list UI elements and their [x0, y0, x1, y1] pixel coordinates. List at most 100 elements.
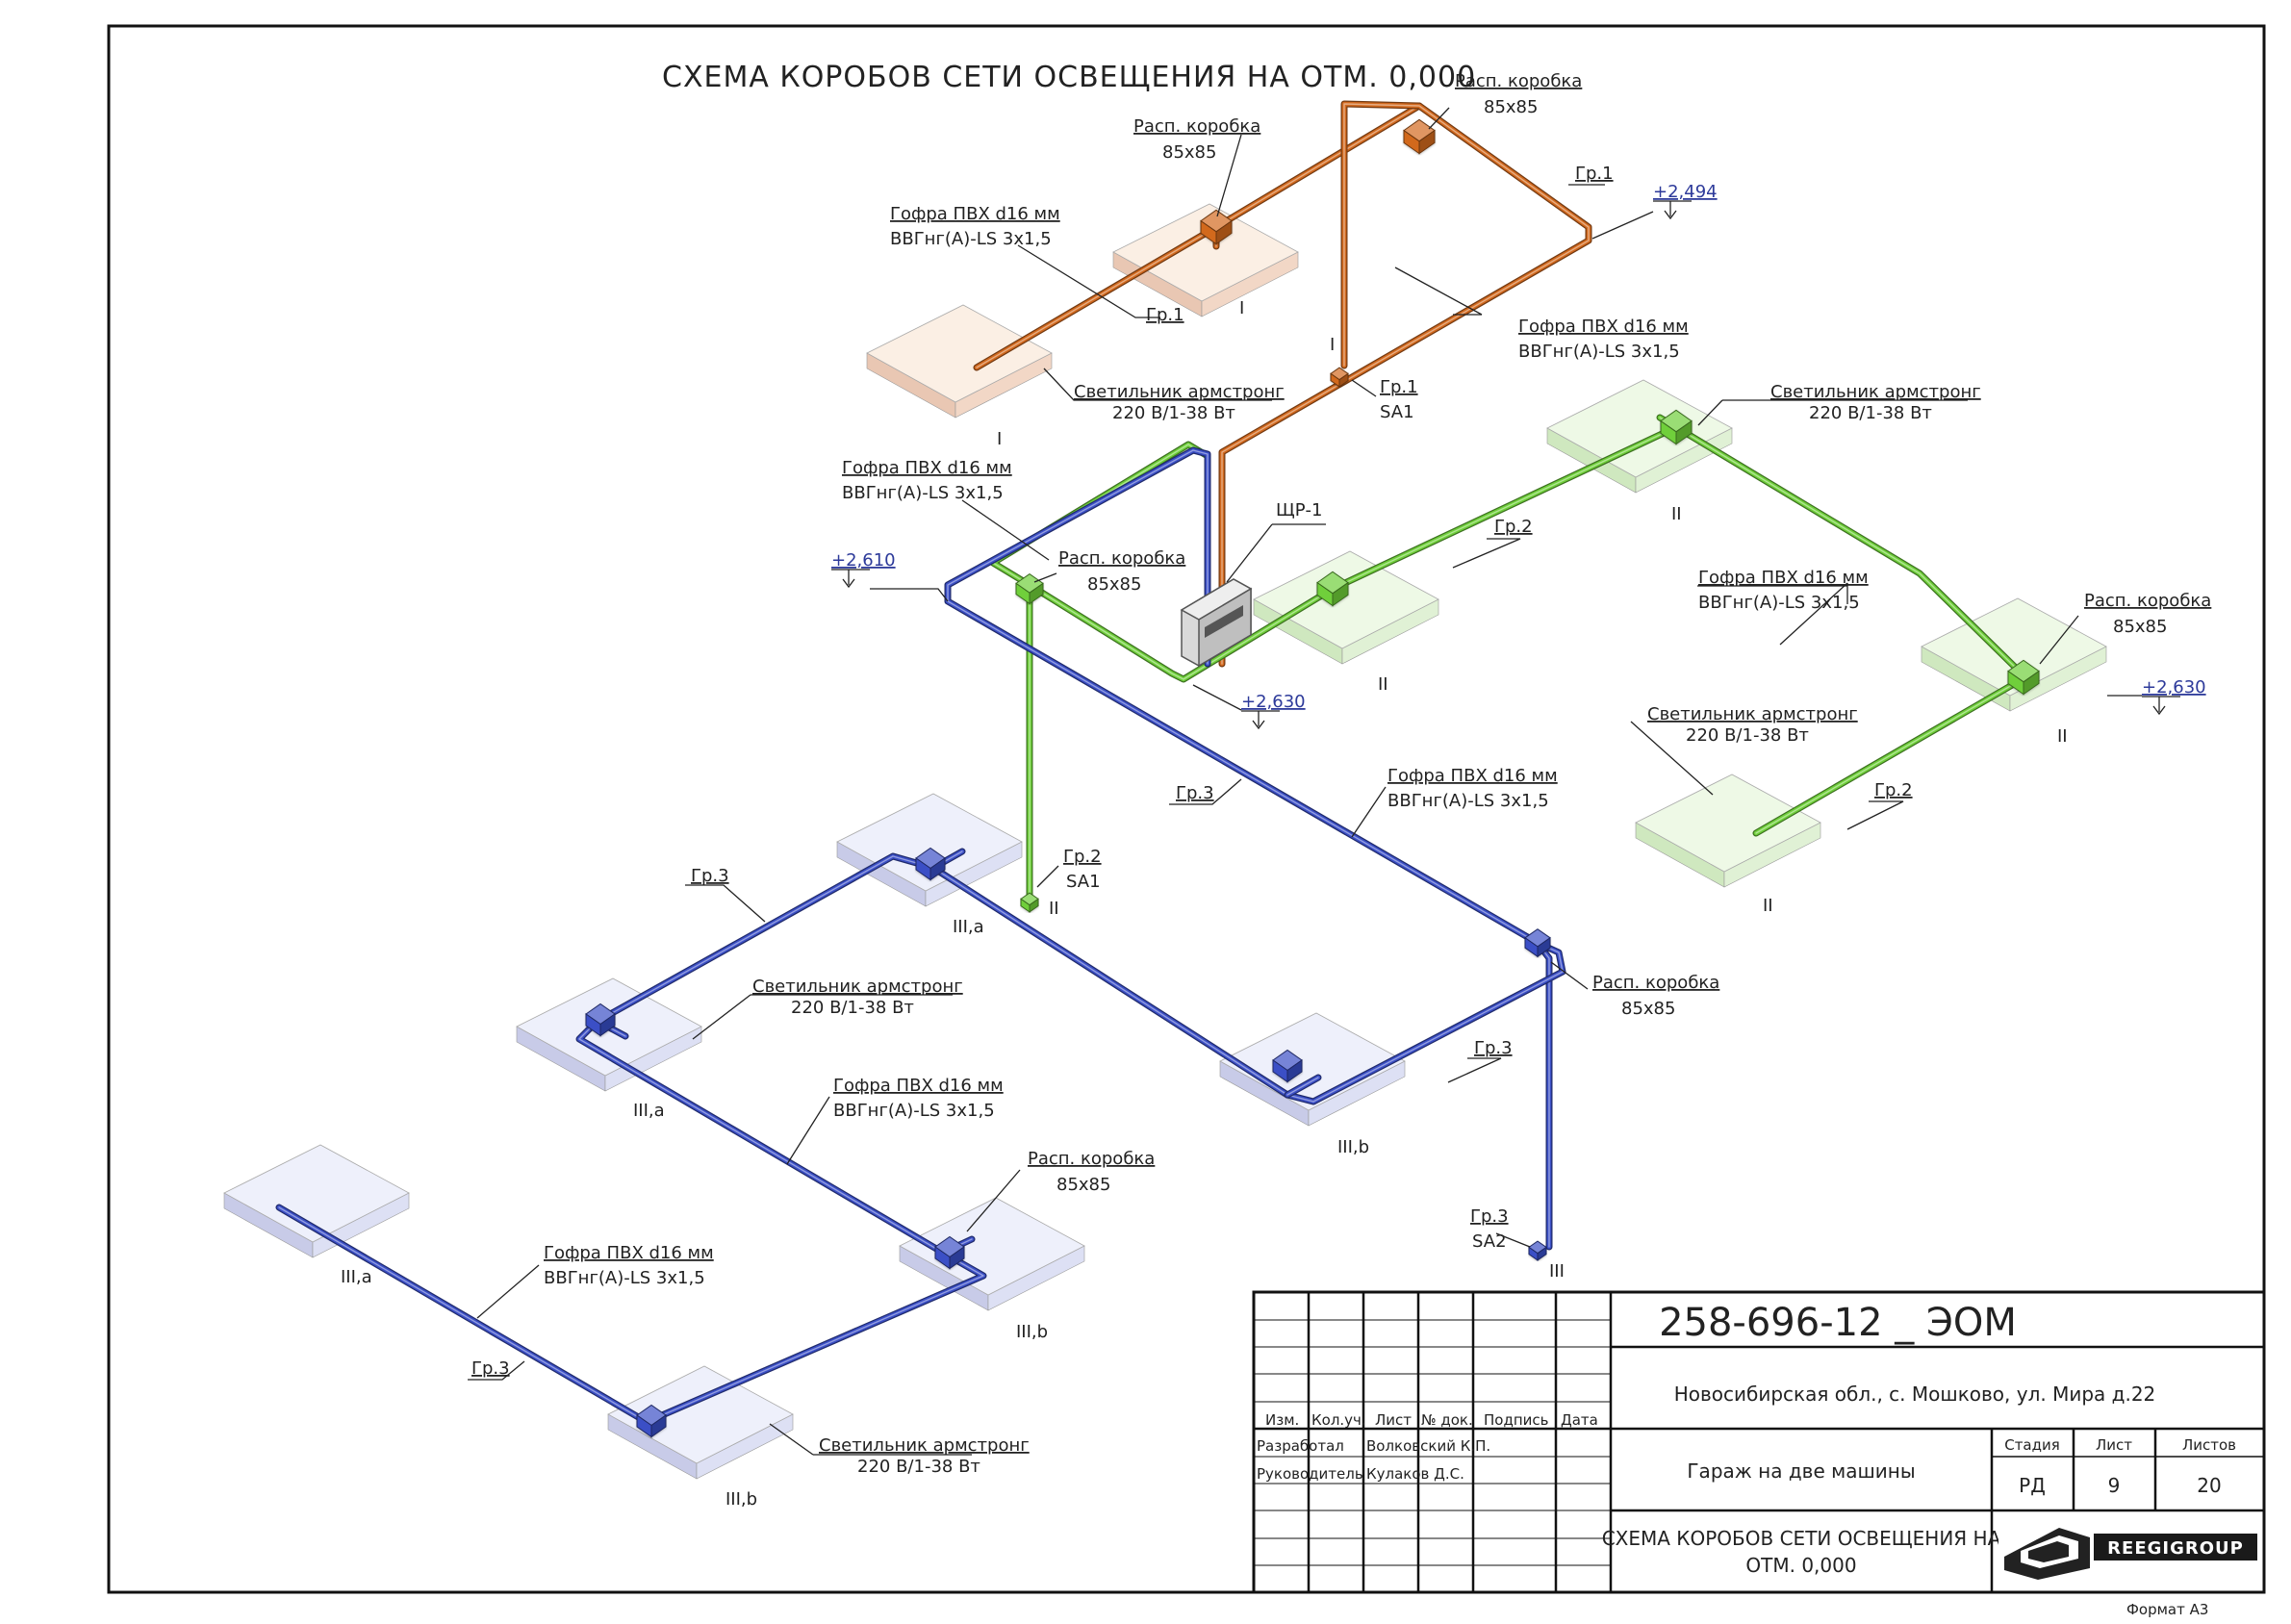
junction-box-label: Расп. коробка: [1028, 1149, 1155, 1169]
company-name: REEGIGROUP: [2107, 1538, 2244, 1559]
conduit-label: Гофра ПВХ d16 мм: [842, 458, 1012, 478]
luminaire-panel: [516, 977, 702, 1092]
col-header-data: Дата: [1561, 1411, 1598, 1429]
junction-box-g3: [1528, 1240, 1547, 1261]
luminaire-panel: [866, 304, 1053, 419]
switch-group-label: Гр.3: [1470, 1206, 1509, 1227]
junction-box-label: Расп. коробка: [1592, 973, 1719, 993]
junction-box-g2: [1015, 572, 1044, 605]
object-name: Гараж на две машины: [1687, 1459, 1915, 1483]
group-label-g2: Гр.2: [1494, 517, 1533, 537]
junction-box-g3: [1272, 1049, 1303, 1083]
luminaire-spec: 220 В/1-38 Вт: [857, 1457, 980, 1477]
cable-label: ВВГнг(А)-LS 3x1,5: [890, 229, 1052, 249]
junction-box-g2: [1316, 571, 1349, 607]
zone-mark: III,a: [341, 1267, 372, 1287]
junction-box-g1: [1403, 118, 1436, 155]
elevation-mark: +2,630: [1241, 692, 1306, 712]
group-label-g3: Гр.3: [1474, 1038, 1513, 1058]
luminaire-panel: [1921, 597, 2107, 712]
elevation-mark: +2,494: [1653, 182, 1718, 202]
distribution-panel: [1180, 578, 1253, 668]
luminaire-label: Светильник армстронг: [1647, 704, 1858, 724]
document-code: 258-696-12 _ ЭОМ: [1659, 1301, 2017, 1345]
switch-group-label: Гр.2: [1063, 847, 1102, 867]
conduit-g2: [1026, 423, 2029, 837]
group-label-g3: Гр.3: [691, 866, 729, 886]
role-manager: Руководитель: [1257, 1465, 1363, 1483]
sheet-value: 9: [2108, 1474, 2121, 1497]
drawing-title: СХЕМА КОРОБОВ СЕТИ ОСВЕЩЕНИЯ НА ОТМ. 0,0…: [662, 61, 1476, 94]
junction-box-label: Расп. коробка: [2084, 591, 2211, 611]
junction-box-g3: [1524, 928, 1551, 958]
conduit-g3: [1534, 939, 1553, 1251]
stage-value: РД: [2019, 1474, 2046, 1497]
junction-box-g1: [1330, 367, 1349, 388]
stage-header: Стадия: [2004, 1436, 2060, 1454]
conduit-label: Гофра ПВХ d16 мм: [1698, 568, 1869, 588]
cable-label: ВВГнг(А)-LS 3x1,5: [833, 1101, 995, 1121]
col-header-izm: Изм.: [1265, 1411, 1299, 1429]
luminaire-panel: [899, 1197, 1085, 1311]
conduit-label: Гофра ПВХ d16 мм: [544, 1243, 714, 1263]
luminaire-label: Светильник армстронг: [1770, 382, 1981, 402]
junction-box-g2: [1660, 409, 1693, 445]
address: Новосибирская обл., с. Мошково, ул. Мира…: [1674, 1383, 2156, 1406]
zone-mark: III,b: [1016, 1322, 1048, 1342]
junction-box-size: 85х85: [1621, 999, 1675, 1019]
col-header-ndoc: № док.: [1421, 1411, 1473, 1429]
name-manager: Кулаков Д.С.: [1366, 1465, 1464, 1483]
zone-mark: II: [2057, 726, 2068, 747]
conduit-label: Гофра ПВХ d16 мм: [1387, 766, 1558, 786]
cable-label: ВВГнг(А)-LS 3x1,5: [1518, 342, 1680, 362]
col-header-kolch: Кол.уч.: [1311, 1411, 1366, 1429]
junction-box-size: 85х85: [1162, 142, 1216, 163]
conduit-g3: [275, 852, 1291, 1426]
elevation-mark: +2,630: [2142, 677, 2206, 698]
luminaire-spec: 220 В/1-38 Вт: [1112, 403, 1235, 423]
junction-box-size: 85х85: [1087, 574, 1141, 595]
luminaire-spec: 220 В/1-38 Вт: [1809, 403, 1932, 423]
group-label-g3: Гр.3: [1176, 783, 1214, 803]
panel-label: ЩР-1: [1276, 500, 1323, 520]
luminaire-spec: 220 В/1-38 Вт: [1686, 725, 1809, 746]
switch-label: SA2: [1472, 1231, 1507, 1252]
junction-box-label: Расп. коробка: [1133, 116, 1260, 137]
switch-label: SA1: [1380, 402, 1414, 422]
luminaire-spec: 220 В/1-38 Вт: [791, 998, 914, 1018]
junction-box-g3: [636, 1404, 667, 1438]
zone-mark: I: [1330, 335, 1335, 355]
zone-mark: III,b: [1337, 1137, 1369, 1157]
sheets-header: Листов: [2182, 1436, 2236, 1454]
zone-mark: III,a: [633, 1101, 665, 1121]
sheets-value: 20: [2197, 1474, 2221, 1497]
cable-label: ВВГнг(А)-LS 3x1,5: [544, 1268, 705, 1288]
luminaire-panel: [223, 1144, 410, 1258]
junction-box-label: Расп. коробка: [1058, 548, 1185, 569]
zone-mark: III,a: [953, 917, 984, 937]
junction-box-g3: [585, 1002, 616, 1037]
switch-label: SA1: [1066, 872, 1101, 892]
group-label-g3: Гр.3: [471, 1358, 510, 1379]
zone-mark: I: [997, 429, 1002, 449]
junction-box-label: Расп. коробка: [1455, 71, 1582, 91]
luminaire-label: Светильник армстронг: [752, 977, 963, 997]
format-label: Формат А3: [2126, 1601, 2208, 1618]
cable-label: ВВГнг(А)-LS 3x1,5: [842, 483, 1004, 503]
conduit-g3: [1284, 939, 1566, 1105]
junction-box-size: 85х85: [1484, 97, 1538, 117]
luminaire-panel: [1253, 550, 1439, 665]
conduit-g3: [944, 446, 1541, 947]
conduit-label: Гофра ПВХ d16 мм: [1518, 317, 1689, 337]
zone-mark: II: [1763, 896, 1773, 916]
junction-box-g2: [2007, 659, 2040, 696]
luminaire-panel: [1219, 1012, 1406, 1127]
col-header-list: Лист: [1375, 1411, 1412, 1429]
luminaire-panel: [1112, 203, 1299, 317]
name-developer: Волковский К.П.: [1366, 1437, 1490, 1455]
junction-box-size: 85х85: [2113, 617, 2167, 637]
luminaire-panel: [1635, 774, 1821, 888]
junction-box-g2: [1020, 892, 1039, 913]
